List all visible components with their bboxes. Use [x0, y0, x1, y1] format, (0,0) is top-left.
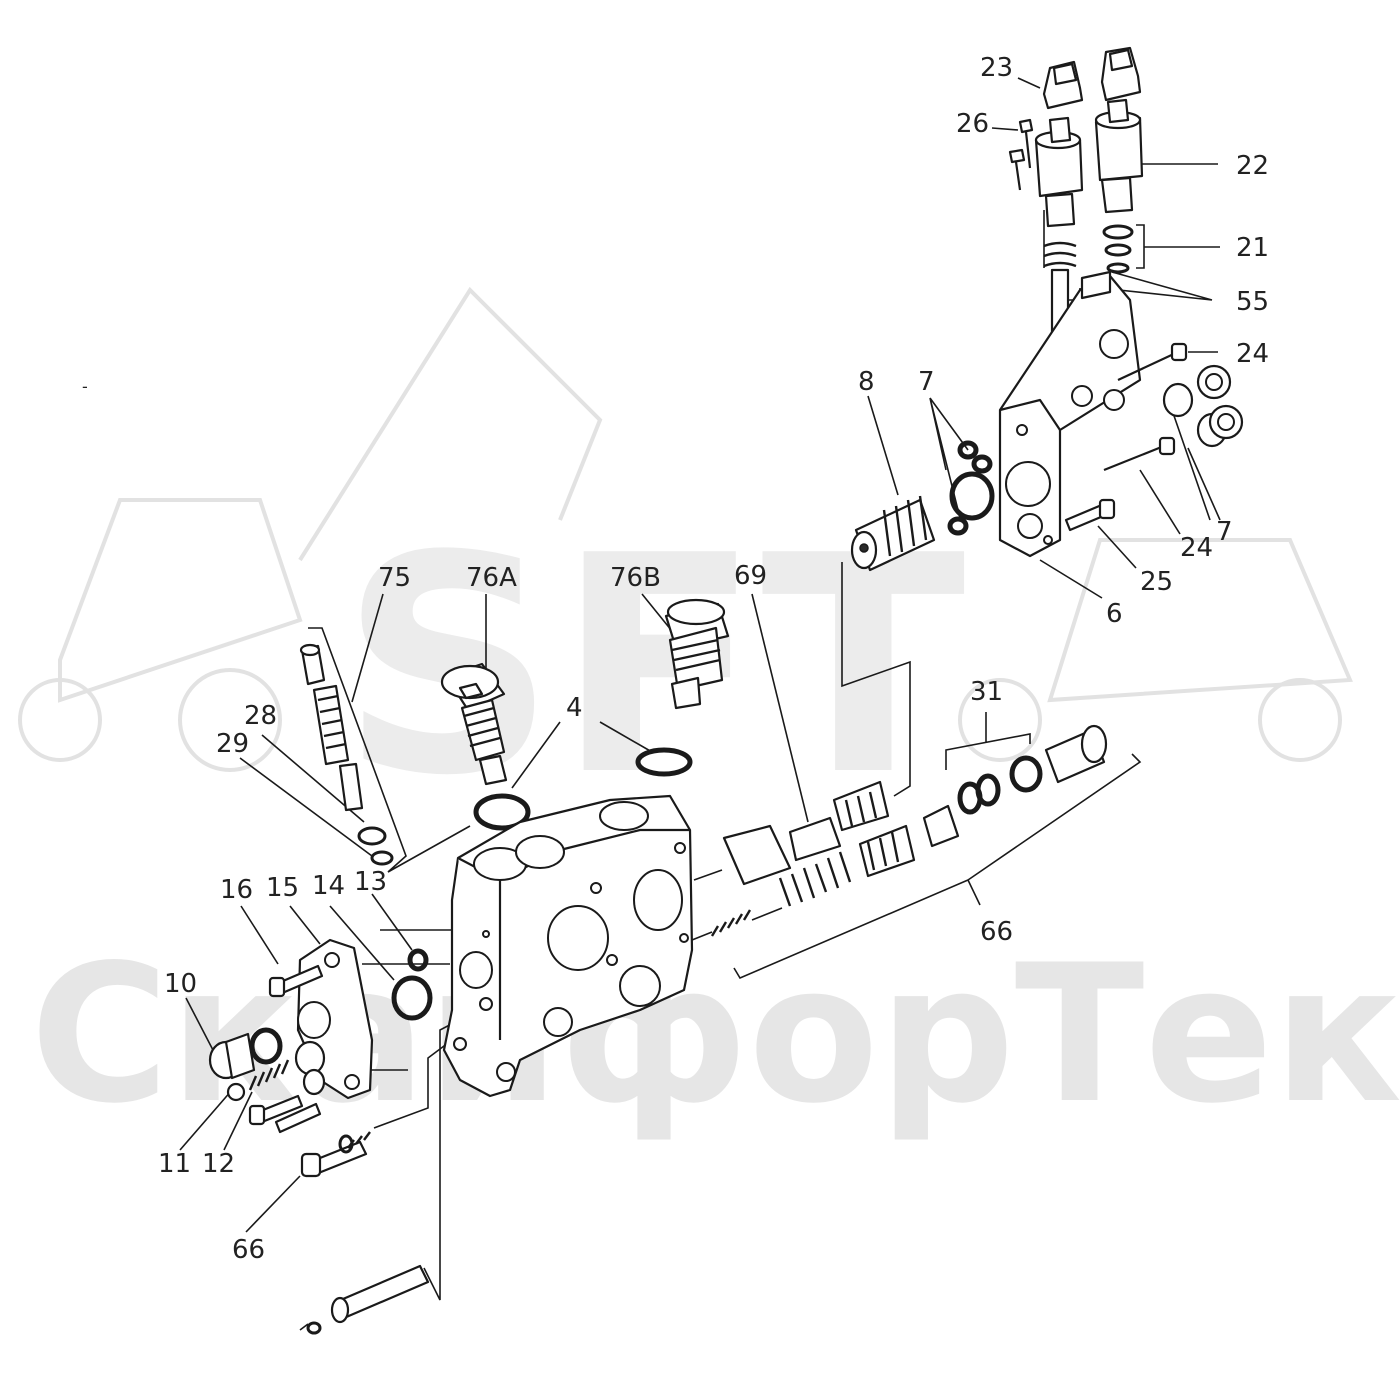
- callout-66-right: 66: [980, 917, 1013, 947]
- callout-6: 6: [1106, 599, 1123, 629]
- callout-76B: 76B: [610, 563, 661, 593]
- callout-15: 15: [266, 873, 299, 903]
- watermark: SFT СкайфорТек: [18, 286, 1400, 1145]
- plugs-7-right: [1162, 364, 1244, 448]
- spring-66-large: [710, 824, 916, 937]
- callout-29: 29: [216, 729, 249, 759]
- callout-69: 69: [734, 561, 767, 591]
- callout-7-left: 7: [918, 367, 935, 397]
- callout-11: 11: [158, 1149, 191, 1179]
- spool-69: [722, 780, 890, 886]
- callout-12: 12: [202, 1149, 235, 1179]
- callout-14: 14: [312, 871, 345, 901]
- screw-11-12: [226, 1059, 322, 1134]
- solenoid-right: [1094, 98, 1144, 274]
- callout-10: 10: [164, 969, 197, 999]
- connector-cap-left: [1042, 60, 1084, 110]
- callout-28: 28: [244, 701, 277, 731]
- watermark-excavator-art: [18, 286, 1353, 772]
- plug-76B: [664, 598, 730, 710]
- plug-10: [208, 1027, 326, 1096]
- bolt-16: [268, 964, 324, 998]
- callout-7-right: 7: [1216, 517, 1233, 547]
- spool-31-seals: [922, 724, 1108, 848]
- callout-labels: 23 26 22 21 55 24 8 7 24 7 25 6 75 76A 7…: [158, 53, 1269, 1265]
- spring-assembly-8: [850, 495, 936, 572]
- callout-76A: 76A: [466, 563, 517, 593]
- callout-25: 25: [1140, 567, 1173, 597]
- callout-8: 8: [858, 367, 875, 397]
- callout-21: 21: [1236, 233, 1269, 263]
- callout-55: 55: [1236, 287, 1269, 317]
- callout-22: 22: [1236, 151, 1269, 181]
- stray-mark: -: [82, 377, 88, 396]
- watermark-cyrillic-text: СкайфорТек: [30, 924, 1400, 1145]
- cartridge-75: [299, 643, 394, 866]
- pilot-valve-housing: [998, 270, 1142, 558]
- leader-lines: [179, 77, 1221, 1331]
- callout-23: 23: [980, 53, 1013, 83]
- screw-26: [1008, 118, 1034, 191]
- callout-75: 75: [378, 563, 411, 593]
- callout-31: 31: [970, 677, 1003, 707]
- seals-7-left: [947, 440, 995, 536]
- long-bolts-24: [1103, 342, 1188, 472]
- connector-cap-right: [1100, 46, 1142, 102]
- callout-24-bottom: 24: [1180, 533, 1213, 563]
- o-rings-4: [473, 747, 693, 831]
- callout-13: 13: [354, 867, 387, 897]
- callout-4: 4: [566, 693, 583, 723]
- callout-16: 16: [220, 875, 253, 905]
- callout-24-top: 24: [1236, 339, 1269, 369]
- callout-66-bottom: 66: [232, 1235, 265, 1265]
- seals-13-14: [391, 948, 433, 1021]
- bottom-spool: [306, 1264, 430, 1335]
- bolt-25: [1064, 498, 1116, 532]
- valve-body: [442, 794, 694, 1098]
- plug-76A: [440, 662, 508, 786]
- bolt-66-lower: [300, 1131, 371, 1178]
- callout-26: 26: [956, 109, 989, 139]
